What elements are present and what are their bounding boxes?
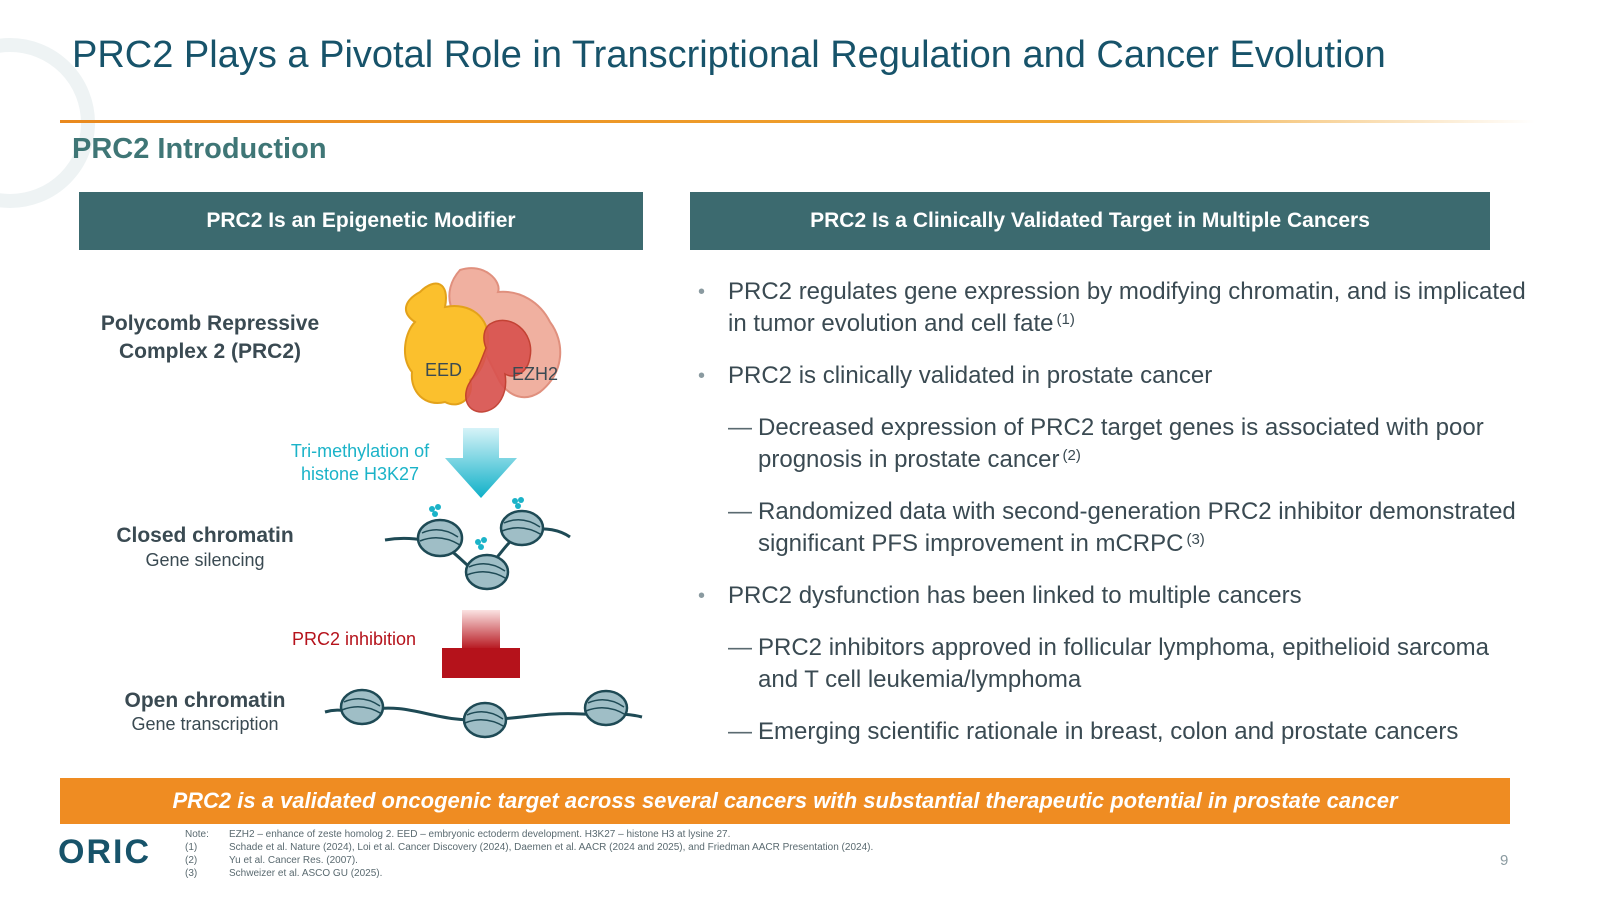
page-title: PRC2 Plays a Pivotal Role in Transcripti… (72, 34, 1386, 76)
section-subtitle: PRC2 Introduction (72, 133, 327, 165)
trimethylation-arrow-icon (445, 428, 517, 498)
bullet-list: PRC2 regulates gene expression by modify… (698, 276, 1533, 768)
trimethylation-label: Tri-methylation of histone H3K27 (290, 441, 430, 484)
closed-chromatin-title: Closed chromatin (116, 524, 294, 547)
prc2-inhibition-label: PRC2 inhibition (292, 629, 417, 649)
footnote-row: (1)Schade et al. Nature (2024), Loi et a… (185, 842, 874, 853)
inhibition-blocker-icon (442, 610, 520, 678)
closed-chromatin-subtitle: Gene silencing (145, 550, 265, 570)
list-item: —PRC2 inhibitors approved in follicular … (728, 634, 1490, 693)
footnote-row: Note:EZH2 – enhance of zeste homolog 2. … (185, 829, 731, 840)
closed-chromatin-illustration (384, 497, 571, 591)
list-item: —Emerging scientific rationale in breast… (728, 718, 1459, 745)
footnotes: Note:EZH2 – enhance of zeste homolog 2. … (185, 828, 873, 880)
list-item: —Decreased expression of PRC2 target gen… (728, 414, 1484, 473)
footnote-row: (3)Schweizer et al. ASCO GU (2025). (185, 868, 383, 879)
takeaway-banner: PRC2 is a validated oncogenic target acr… (60, 778, 1510, 824)
oric-logo: ORIC (58, 833, 151, 871)
ezh2-subunit-shape (465, 319, 532, 413)
left-panel-heading: PRC2 Is an Epigenetic Modifier (79, 192, 643, 250)
open-chromatin-illustration (324, 688, 643, 739)
list-item: —Randomized data with second-generation … (728, 498, 1516, 557)
open-chromatin-subtitle: Gene transcription (131, 714, 279, 734)
list-item: PRC2 is clinically validated in prostate… (698, 360, 1533, 392)
page-number: 9 (1500, 852, 1509, 869)
title-divider (60, 120, 1535, 123)
prc2-complex-label: Polycomb Repressive Complex 2 (PRC2) (100, 312, 320, 363)
list-item: PRC2 dysfunction has been linked to mult… (698, 580, 1533, 612)
list-item: PRC2 regulates gene expression by modify… (698, 276, 1533, 340)
eed-label: EED (425, 360, 462, 380)
open-chromatin-title: Open chromatin (124, 689, 286, 712)
ezh2-label: EZH2 (512, 364, 558, 384)
footnote-row: (2)Yu et al. Cancer Res. (2007). (185, 855, 358, 866)
right-panel-heading: PRC2 Is a Clinically Validated Target in… (690, 192, 1490, 250)
prc2-complex-illustration: EED EZH2 (404, 267, 562, 413)
